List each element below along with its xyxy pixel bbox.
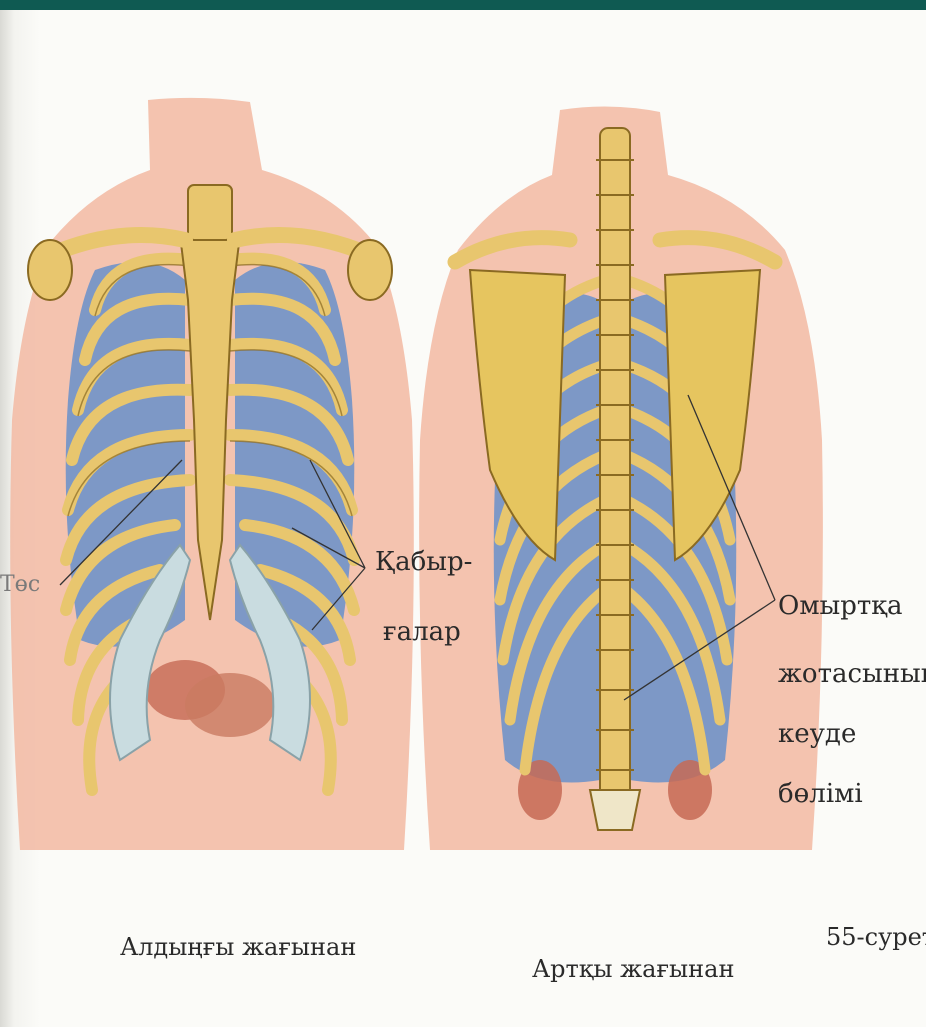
- front-view-torso: [10, 98, 414, 850]
- sternum-label-partial: Төс: [0, 572, 40, 597]
- spine-label-line4: бөлімі: [778, 780, 863, 810]
- front-neck: [188, 185, 232, 240]
- figure-number: 55-сурет: [826, 924, 926, 952]
- ribs-label-line2: ғалар: [383, 618, 461, 648]
- back-view-torso: [419, 106, 823, 850]
- spine-label-line1: Омыртқа: [778, 592, 903, 622]
- caption-back-view: Артқы жағынан: [532, 956, 734, 984]
- ribs-label-line1: Қабыр-: [375, 548, 472, 578]
- caption-front-view: Алдыңғы жағынан: [120, 934, 356, 962]
- front-organ-right: [185, 673, 275, 737]
- spine-label-line2: жотасының: [778, 660, 926, 690]
- spine-label-line3: кеуде: [778, 720, 856, 750]
